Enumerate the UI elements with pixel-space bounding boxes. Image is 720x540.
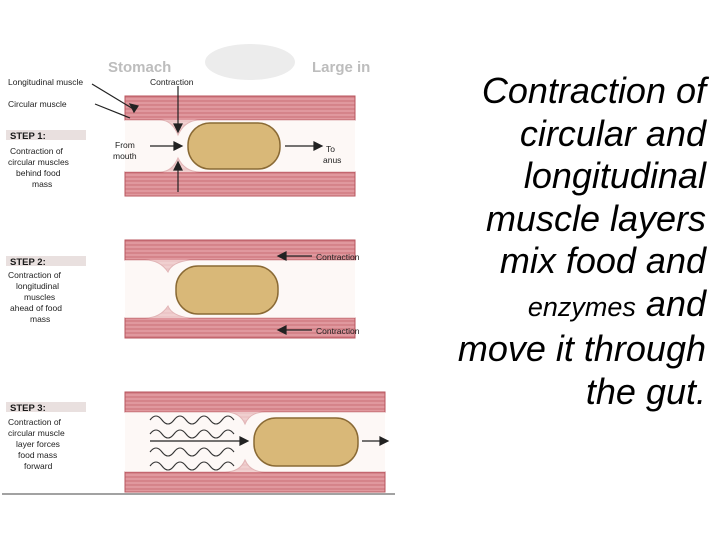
caption-line-3: longitudinal: [523, 155, 706, 196]
step2-arrows: [276, 251, 312, 335]
circular-muscle-label: Circular muscle: [8, 99, 67, 109]
from-mouth-label-1: From: [115, 140, 135, 150]
step2-food-mass: [175, 265, 279, 315]
step2-tube: [124, 239, 356, 339]
caption-line-7: move it through: [457, 328, 706, 369]
step3-head: STEP 3:: [10, 403, 46, 414]
step3-arrows: [150, 436, 390, 446]
longitudinal-muscle-label: Longitudinal muscle: [8, 77, 83, 87]
step2-box: [6, 256, 86, 266]
step1-desc-4: mass: [32, 179, 52, 189]
caption-line-4: muscle layers: [485, 197, 706, 239]
step2-head: STEP 2:: [10, 257, 46, 268]
step3-desc-3: layer forces: [16, 439, 60, 449]
step2-desc-2: longitudinal: [16, 281, 59, 291]
step2-desc-5: mass: [30, 314, 50, 324]
caption-and: and: [635, 282, 706, 324]
step3-wavy-flow: [149, 415, 235, 471]
step1-desc-3: behind food: [16, 168, 61, 178]
caption-line-8: the gut.: [585, 370, 706, 412]
step1-head: STEP 1:: [10, 131, 46, 142]
contraction-step2-lower-label: Contraction: [316, 326, 360, 336]
contraction-step2-upper-label: Contraction: [316, 252, 360, 262]
step3-desc-2: circular muscle: [8, 428, 65, 438]
step1-food-mass: [187, 122, 281, 170]
step3-box: [6, 402, 86, 412]
caption-line-1: Contraction of: [481, 70, 706, 111]
to-anus-label-2: anus: [323, 155, 341, 165]
contraction-top-label: Contraction: [150, 77, 194, 87]
step2-desc-3: muscles: [24, 292, 55, 302]
header-right-partial: Large in: [312, 59, 370, 76]
background-blur: [205, 44, 295, 80]
step3-desc-1: Contraction of: [8, 417, 62, 427]
step2-desc-4: ahead of food: [10, 303, 62, 313]
step3-desc-4: food mass: [18, 450, 57, 460]
to-anus-label-1: To: [326, 144, 335, 154]
step2-desc-1: Contraction of: [8, 270, 62, 280]
from-mouth-label-2: mouth: [113, 151, 137, 161]
caption-text: Contraction of circular and longitudinal…: [376, 70, 706, 413]
step3-tube: [124, 391, 386, 493]
step1-desc-1: Contraction of: [10, 146, 64, 156]
step1-arrows: [91, 83, 324, 192]
caption-line-5: mix food and: [499, 240, 706, 281]
caption-enzymes: enzymes: [527, 291, 636, 322]
step3-food-mass: [253, 417, 359, 467]
step1-box: [6, 130, 86, 140]
step3-desc-5: forward: [24, 461, 53, 471]
step1-desc-2: circular muscles: [8, 157, 69, 167]
caption-line-2: circular and: [519, 112, 706, 154]
header-left-partial: Stomach: [108, 59, 171, 76]
caption-line-6: enzymes and: [376, 283, 706, 329]
